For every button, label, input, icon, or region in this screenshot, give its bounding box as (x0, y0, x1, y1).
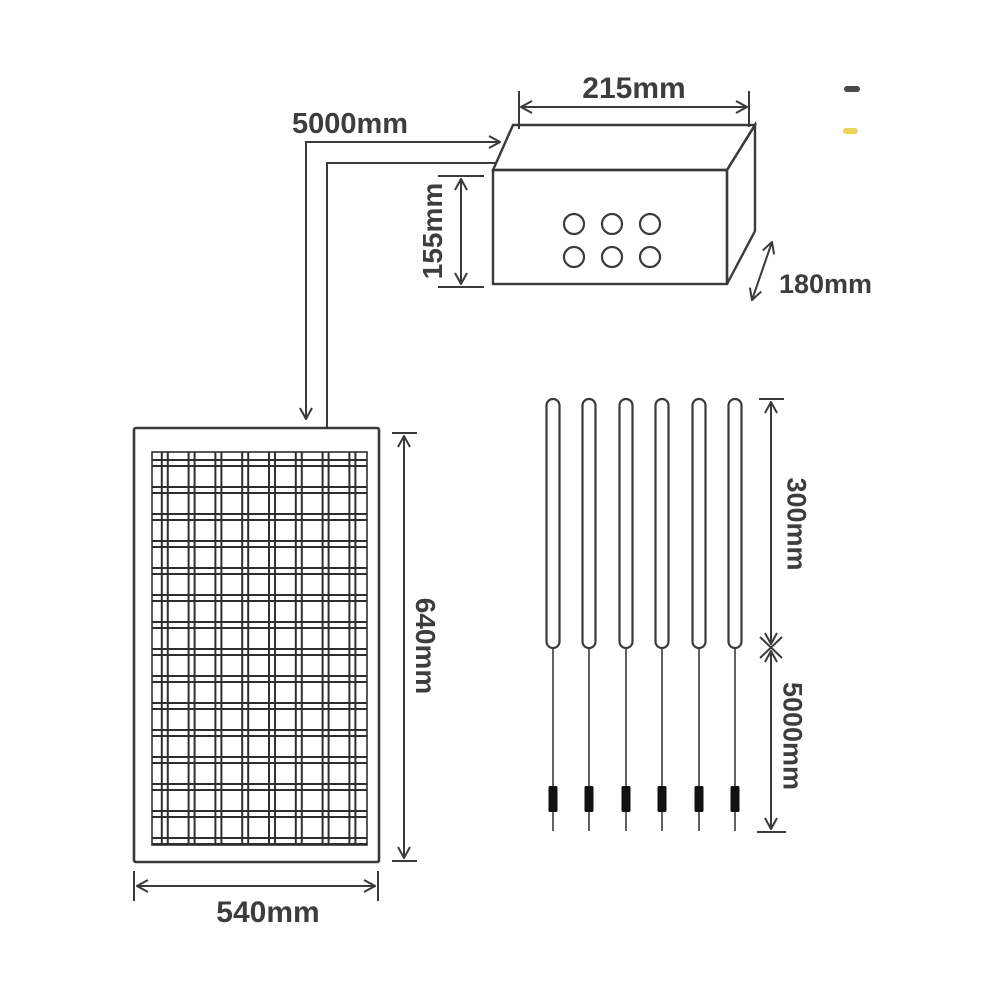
box-hole-icon (638, 212, 662, 236)
cable: 5000mm (292, 108, 500, 427)
light-tube (545, 397, 561, 650)
tube-connector (694, 786, 704, 812)
tube-connector (730, 786, 740, 812)
tube-connector (657, 786, 667, 812)
dim-box-depth: 180mm (752, 242, 872, 300)
tube-length-label: 300mm (782, 477, 812, 570)
artifact-dash-yellow (843, 128, 858, 134)
dim-arrow-line (752, 242, 772, 300)
box-hole-icon (562, 212, 586, 236)
panel-height-label: 640mm (410, 598, 441, 695)
solar-panel-cell-grid (151, 451, 368, 846)
tube-connector (548, 786, 558, 812)
box-depth-label: 180mm (779, 269, 872, 299)
panel-width-label: 540mm (216, 896, 319, 929)
light-tube (654, 397, 670, 650)
cable-length-label: 5000mm (292, 108, 408, 140)
tube-lights-group (545, 397, 743, 831)
box-height-label: 155mm (417, 183, 448, 280)
box-width-label: 215mm (582, 72, 685, 105)
light-tube (581, 397, 597, 650)
box-hole-icon (562, 245, 586, 269)
control-box-side-face (725, 120, 757, 285)
tube-connector (584, 786, 594, 812)
dim-panel-width: 540mm (133, 871, 379, 929)
dim-cross-tick (759, 636, 783, 659)
solar-panel (132, 426, 381, 864)
box-hole-icon (638, 245, 662, 269)
dim-panel-height: 640mm (392, 432, 441, 862)
artifact-dash-dark (844, 86, 860, 92)
dim-box-width: 215mm (518, 72, 750, 129)
solar-panel-frame (132, 426, 381, 864)
cable-outer-line (306, 142, 500, 419)
dim-tube-length: 300mm (759, 398, 812, 659)
tube-wire-length-label: 5000mm (778, 682, 808, 790)
control-box-holes (562, 212, 662, 269)
control-box-top-face (491, 123, 758, 172)
box-hole-icon (600, 212, 624, 236)
box-hole-icon (600, 245, 624, 269)
tube-connector (621, 786, 631, 812)
light-tube (727, 397, 743, 650)
dim-box-height: 155mm (417, 175, 484, 288)
dim-tube-wire: 5000mm (757, 651, 808, 833)
control-box (491, 120, 758, 286)
light-tube (691, 397, 707, 650)
cable-inner-line (326, 162, 496, 427)
light-tube (618, 397, 634, 650)
